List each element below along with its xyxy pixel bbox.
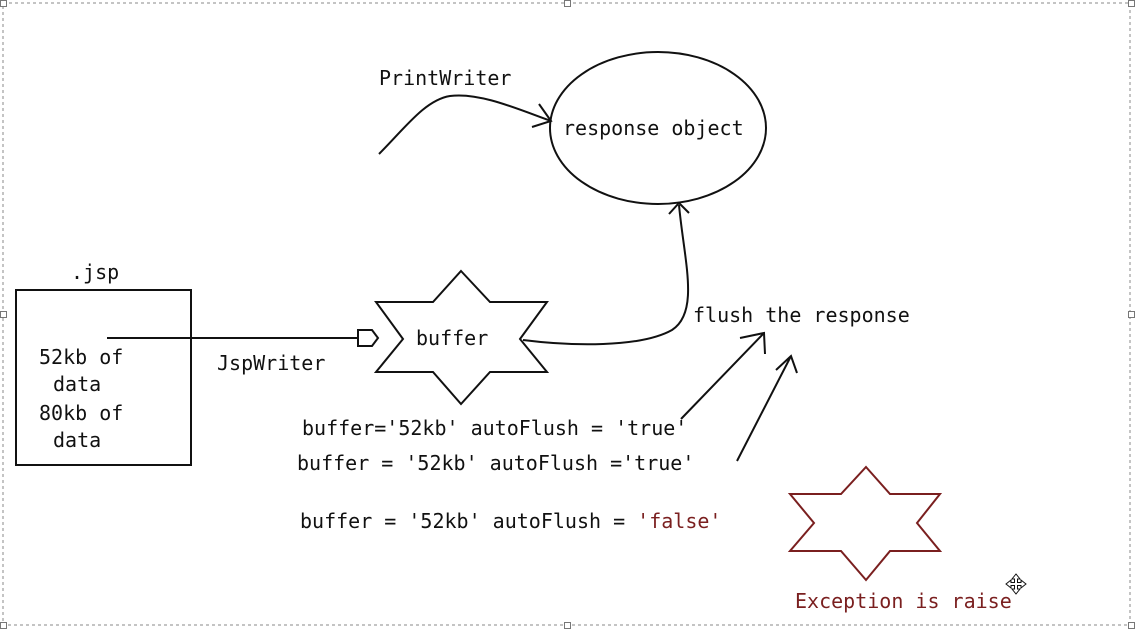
- flush-response-label: flush the response: [693, 303, 910, 327]
- jsp-data-line-1: 52kb of: [39, 345, 124, 369]
- jspwriter-arrowhead: [357, 329, 380, 347]
- selection-handle-bottom-left[interactable]: [0, 622, 7, 629]
- selection-handle-middle-right[interactable]: [1128, 311, 1135, 318]
- printwriter-label: PrintWriter: [379, 66, 512, 90]
- jsp-data-line-3: 80kb of: [39, 401, 124, 425]
- jsp-label: .jsp: [71, 260, 120, 284]
- selection-handle-top-left[interactable]: [0, 0, 7, 7]
- exception-label: Exception is raise: [795, 589, 1012, 613]
- jsp-data-line-2: data: [53, 372, 102, 396]
- selection-handle-top-center[interactable]: [564, 0, 571, 7]
- config-arrow-2-head: [775, 354, 798, 374]
- config-arrow-1: [680, 332, 765, 420]
- buffer-config-line-1: buffer='52kb' autoFlush = 'true': [302, 416, 688, 440]
- printwriter-arrow: [378, 94, 552, 155]
- buffer-config-line-3-value: 'false': [637, 509, 722, 533]
- flush-curve-arrowhead: [668, 201, 690, 215]
- exception-star: [787, 465, 943, 582]
- buffer-config-line-2: buffer = '52kb' autoFlush ='true': [297, 451, 695, 475]
- flush-curve: [522, 204, 690, 346]
- buffer-config-line-3-prefix: buffer = '52kb' autoFlush =: [300, 509, 638, 533]
- selection-handle-bottom-right[interactable]: [1128, 622, 1135, 629]
- jsp-data-line-4: data: [53, 428, 102, 452]
- config-arrow-1-head: [739, 331, 766, 355]
- buffer-label: buffer: [416, 326, 489, 350]
- jspwriter-label: JspWriter: [217, 351, 326, 375]
- selection-handle-top-right[interactable]: [1128, 0, 1135, 7]
- config-arrow-2: [736, 355, 792, 462]
- response-object-label: response object: [563, 116, 744, 140]
- response-object-ellipse: [549, 51, 767, 205]
- printwriter-arrowhead: [531, 103, 553, 128]
- selection-handle-middle-left[interactable]: [0, 311, 7, 318]
- buffer-config-line-3: buffer = '52kb' autoFlush = 'false': [300, 510, 721, 532]
- move-cursor-icon: [1005, 573, 1027, 595]
- selection-handle-bottom-center[interactable]: [564, 622, 571, 629]
- buffer-star: [373, 269, 550, 406]
- jsp-box: [15, 289, 192, 466]
